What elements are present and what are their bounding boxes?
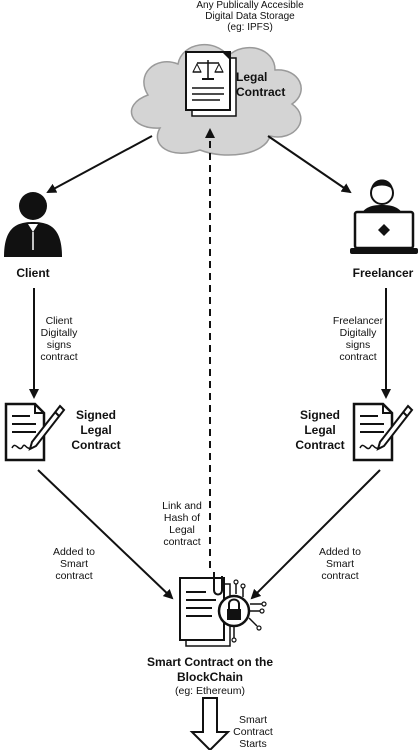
smart-contract-title-line: Smart Contract on the (146, 655, 273, 669)
client-action-line: contract (40, 351, 78, 363)
smart-contract-example-text: (eg: Ethereum) (174, 685, 246, 697)
client-signed-line: Legal (80, 423, 112, 437)
legal-document-icon (185, 51, 237, 117)
smart-contract-example: (eg: Ethereum) (150, 685, 270, 697)
arrow-cloud-to-freelancer (267, 135, 352, 194)
client-label: Client (0, 266, 66, 281)
smart-contract-icon (179, 572, 267, 647)
arrow-freelancer-signed-to-smart-contract (250, 469, 381, 600)
legal-contract-title: Legal Contract (236, 70, 296, 100)
legal-contract-title-line: Legal (236, 70, 268, 84)
freelancer-label-text: Freelancer (352, 266, 414, 280)
freelancer-signed-line: Legal (304, 423, 336, 437)
storage-caption: Any Publically Accesible Digital Data St… (180, 0, 320, 33)
freelancer-signed-line: Contract (295, 438, 345, 452)
freelancer-action-line: contract (339, 351, 377, 363)
client-signed-line: Contract (71, 438, 121, 452)
client-person-icon (4, 192, 62, 257)
contract-starts-line: Smart (238, 714, 267, 726)
client-signed-line: Signed (75, 408, 116, 422)
freelancer-action-line: Digitally (339, 327, 377, 339)
client-action-label: Client Digitally signs contract (36, 315, 82, 363)
link-hash-line: Link and (162, 500, 202, 512)
storage-caption-line: Digital Data Storage (205, 11, 295, 22)
arrow-cloud-to-client (46, 135, 153, 193)
freelancer-added-line: contract (321, 570, 359, 582)
contract-starts-line: Contract (233, 726, 273, 738)
freelancer-action-line: Freelancer (332, 315, 384, 327)
client-added-label: Added to Smart contract (46, 546, 102, 582)
link-hash-line: Hash of (163, 512, 201, 524)
client-action-line: signs (46, 339, 72, 351)
link-hash-line: Legal (169, 524, 195, 536)
contract-starts-arrow (189, 697, 231, 750)
freelancer-added-line: Added to (318, 546, 362, 558)
freelancer-added-label: Added to Smart contract (312, 546, 368, 582)
freelancer-action-label: Freelancer Digitally signs contract (328, 315, 388, 363)
freelancer-label: Freelancer (346, 266, 420, 281)
smart-contract-title-line: BlockChain (176, 670, 243, 684)
smart-contract-starts-label: Smart Contract Starts (230, 714, 276, 750)
freelancer-laptop-icon (350, 179, 418, 254)
client-added-line: Smart (59, 558, 88, 570)
arrow-client-signed-to-smart-contract (37, 469, 174, 600)
link-hash-label: Link and Hash of Legal contract (156, 500, 208, 548)
freelancer-signed-contract-label: Signed Legal Contract (290, 408, 350, 453)
link-hash-line: contract (163, 536, 201, 548)
freelancer-signed-line: Signed (299, 408, 340, 422)
freelancer-signed-contract-icon (352, 402, 414, 462)
client-signed-contract-label: Signed Legal Contract (66, 408, 126, 453)
contract-starts-line: Starts (239, 738, 267, 750)
client-added-line: Added to (52, 546, 96, 558)
storage-caption-line: Any Publically Accesible (196, 0, 304, 11)
freelancer-action-line: signs (345, 339, 371, 351)
legal-contract-title-line: Contract (236, 85, 286, 99)
client-added-line: contract (55, 570, 93, 582)
client-action-line: Digitally (40, 327, 78, 339)
client-label-text: Client (16, 266, 50, 280)
smart-contract-title: Smart Contract on the BlockChain (120, 655, 300, 685)
storage-caption-line: (eg: IPFS) (227, 22, 273, 33)
flow-arrows (29, 128, 391, 600)
client-action-line: Client (45, 315, 73, 327)
client-signed-contract-icon (4, 402, 66, 462)
freelancer-added-line: Smart (325, 558, 354, 570)
